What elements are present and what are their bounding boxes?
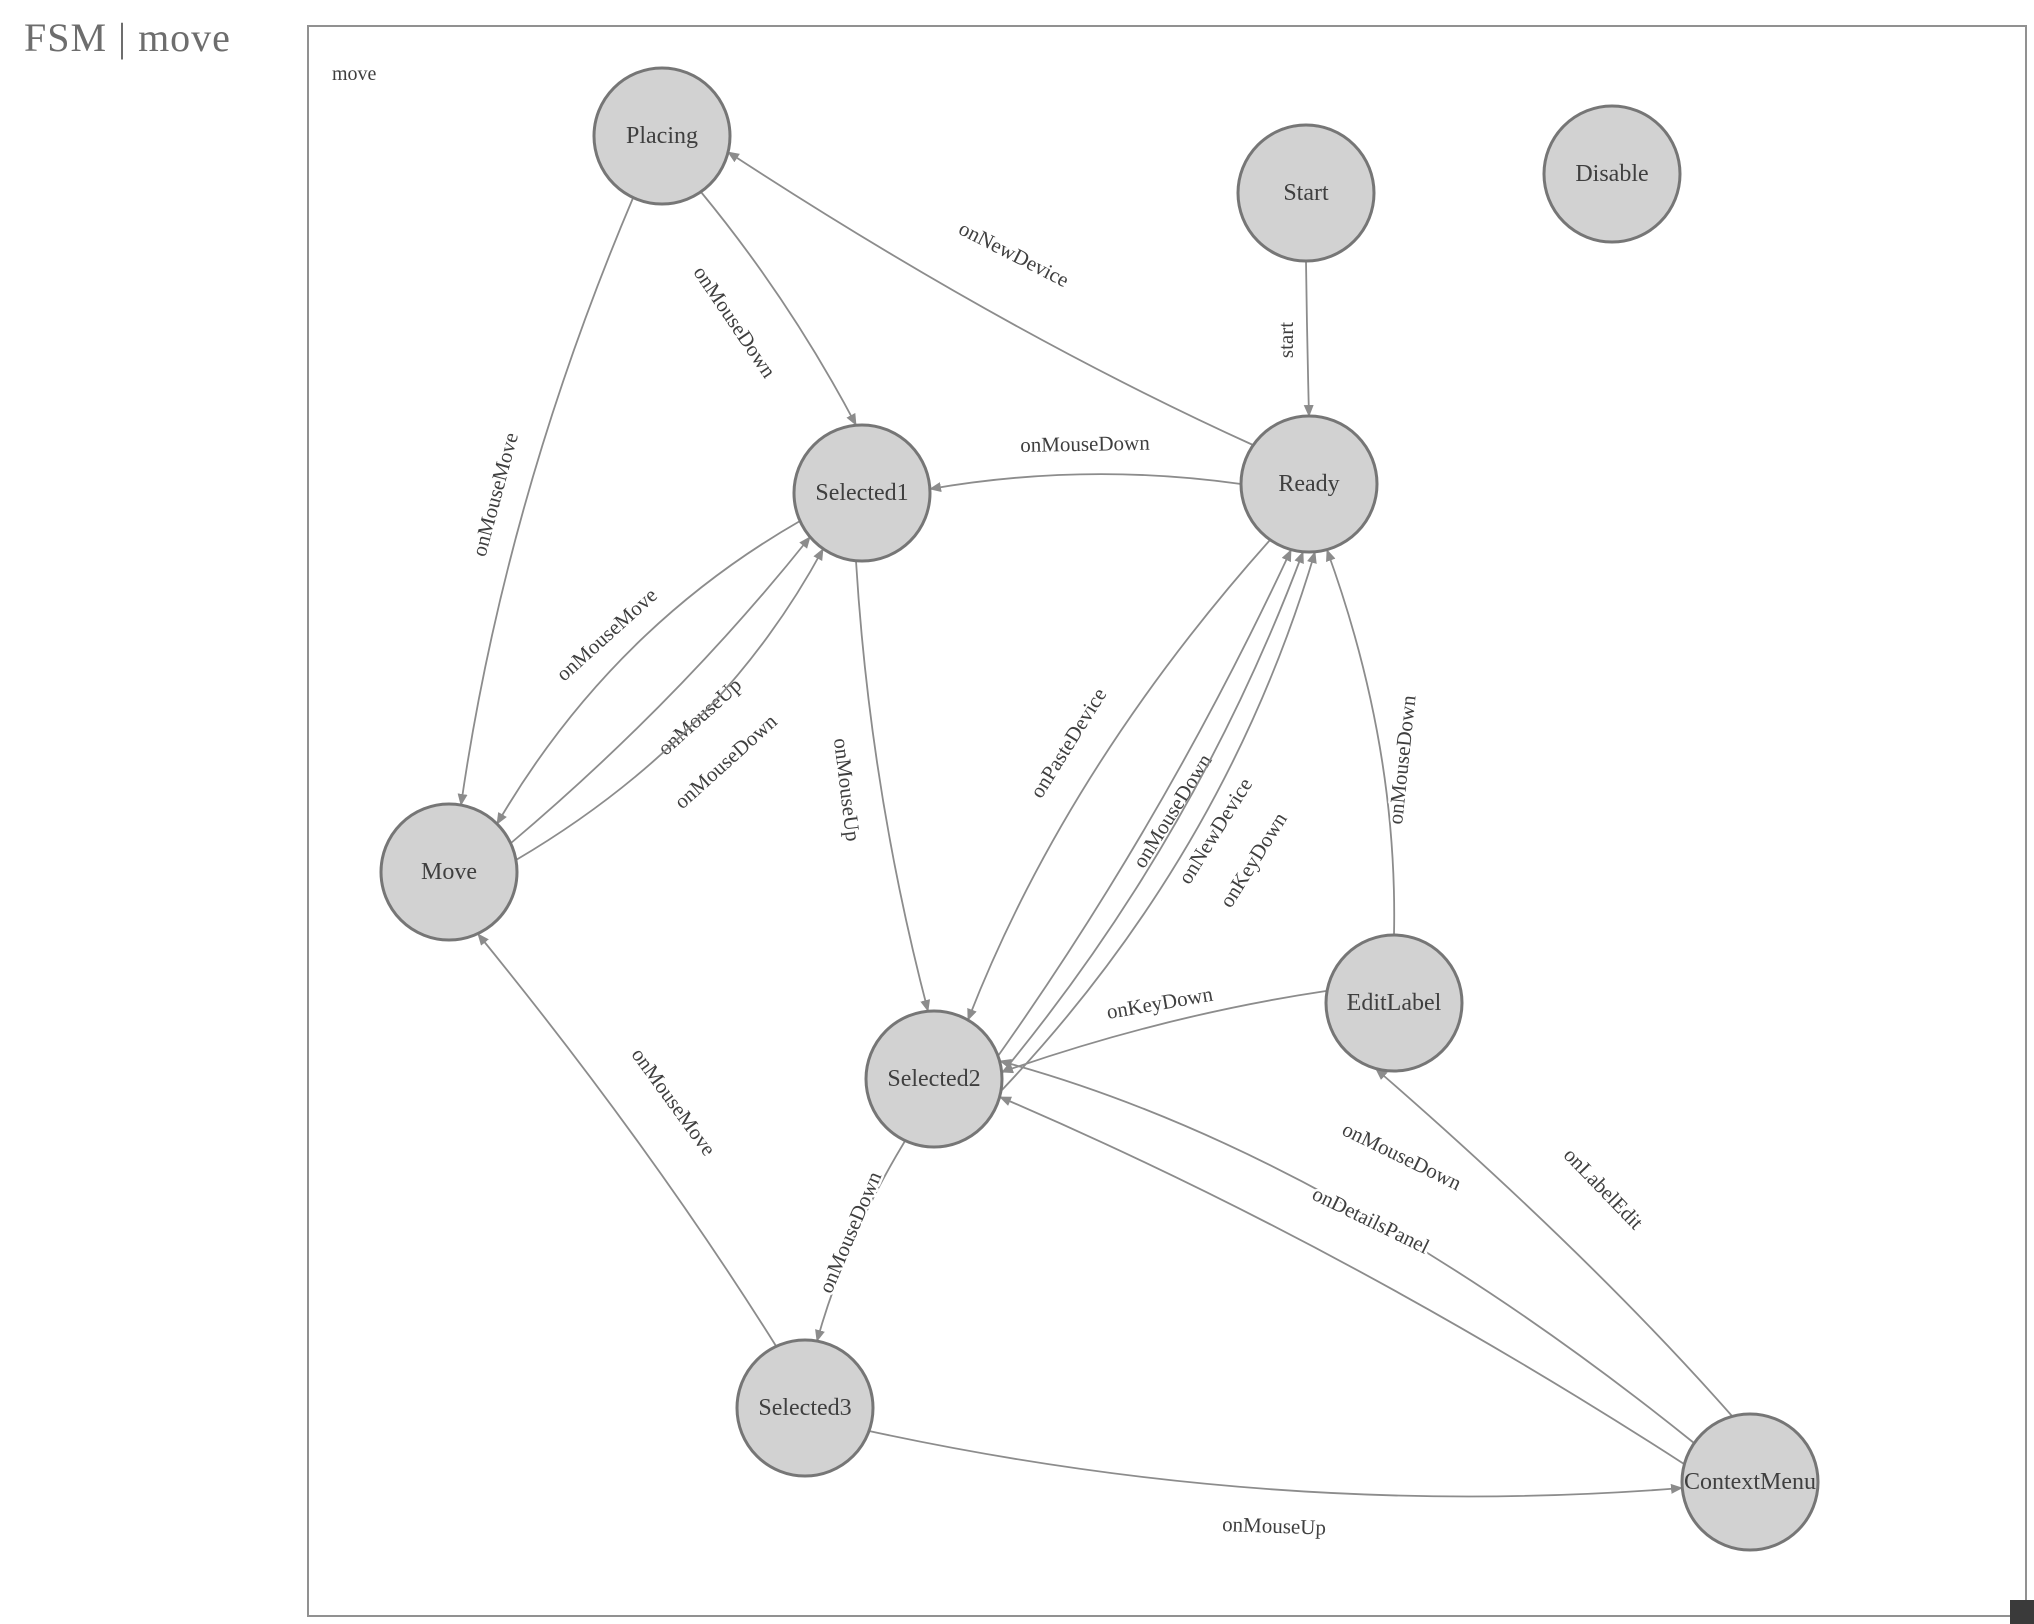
transition-wire[interactable]	[1375, 1068, 1733, 1417]
transition-wire[interactable]	[855, 560, 931, 1012]
node-selected3[interactable]: Selected3	[735, 1338, 875, 1478]
transition-wire[interactable]	[1303, 260, 1314, 417]
node-disable[interactable]: Disable	[1542, 104, 1682, 244]
transition-selected2-selected3-onMouseDown: onMouseDown	[811, 1140, 906, 1342]
transition-wire[interactable]	[477, 933, 777, 1347]
transition-wire[interactable]	[496, 520, 801, 825]
resize-handle[interactable]	[2010, 1600, 2034, 1624]
state-circle	[592, 66, 732, 206]
node-start[interactable]: Start	[1236, 123, 1376, 263]
transition-label: onLabelEdit	[1559, 1143, 1648, 1234]
transition-contextmenu-selected2-onMouseDown: onMouseDown	[999, 1059, 1695, 1444]
transition-wire[interactable]	[967, 539, 1271, 1021]
transition-editlabel-selected2-onKeyDown: onKeyDown	[1001, 979, 1327, 1074]
state-label: Start	[1283, 180, 1329, 206]
transition-wire[interactable]	[1001, 551, 1304, 1074]
node-contextmenu[interactable]: ContextMenu	[1680, 1412, 1820, 1552]
transition-label: onMouseMove	[627, 1043, 721, 1160]
transition-wire[interactable]	[457, 197, 634, 806]
transition-wire[interactable]	[1326, 549, 1396, 936]
transition-move-selected1-onMouseUp: onMouseUp	[510, 536, 811, 844]
transition-label: onMouseDown	[1383, 694, 1420, 826]
node-editlabel[interactable]: EditLabel	[1324, 933, 1464, 1073]
state-label: Ready	[1278, 471, 1339, 497]
state-circle	[735, 1338, 875, 1478]
state-circle	[864, 1009, 1004, 1149]
transition-label: onMouseMove	[551, 583, 662, 686]
transition-selected1-selected2-onMouseUp: onMouseUp	[826, 560, 931, 1012]
transition-selected1-move-onMouseMove: onMouseMove	[496, 520, 801, 825]
transition-move-selected1-onMouseDown: onMouseDown	[515, 548, 824, 861]
transition-label: onMouseDown	[814, 1167, 887, 1296]
transition-ready-placing-onNewDevice: onNewDevice	[727, 151, 1254, 446]
state-label: Selected2	[887, 1066, 980, 1092]
state-label: Disable	[1575, 161, 1648, 187]
state-circle	[1680, 1412, 1820, 1552]
state-circle	[1239, 414, 1379, 554]
canvas-label: move	[332, 63, 377, 85]
transition-wire[interactable]	[997, 549, 1292, 1057]
transition-label: onDetailsPanel	[1309, 1181, 1434, 1258]
transition-wire[interactable]	[727, 151, 1254, 446]
state-label: Selected1	[815, 480, 908, 506]
transition-editlabel-ready-onMouseDown: onMouseDown	[1326, 549, 1423, 936]
transition-label: onMouseUp	[829, 737, 865, 843]
transition-wire[interactable]	[999, 1059, 1695, 1444]
paper-border	[307, 25, 2027, 1617]
transition-wire[interactable]	[700, 191, 857, 426]
transition-label: onMouseUp	[1222, 1512, 1327, 1540]
transition-label: onNewDevice	[955, 216, 1073, 292]
state-circle	[1324, 933, 1464, 1073]
transition-wire[interactable]	[868, 1430, 1683, 1498]
transition-wire[interactable]	[1001, 990, 1327, 1074]
transition-label: onMouseDown	[1020, 431, 1150, 457]
transition-placing-selected1-onMouseDown: onMouseDown	[686, 191, 857, 426]
node-ready[interactable]: Ready	[1239, 414, 1379, 554]
state-label: Move	[421, 859, 477, 885]
state-circle	[1542, 104, 1682, 244]
state-circle	[792, 423, 932, 563]
transition-label: onPasteDevice	[1025, 684, 1111, 803]
state-circle	[379, 802, 519, 942]
transition-wire[interactable]	[999, 1096, 1685, 1465]
transition-wire[interactable]	[515, 548, 824, 861]
transition-label: onKeyDown	[1105, 982, 1215, 1024]
node-placing[interactable]: Placing	[592, 66, 732, 206]
transition-wire[interactable]	[510, 536, 811, 844]
state-label: ContextMenu	[1684, 1469, 1816, 1495]
state-label: EditLabel	[1347, 990, 1442, 1016]
transition-wire[interactable]	[815, 1140, 906, 1342]
transition-wire[interactable]	[929, 473, 1242, 493]
transition-selected2-ready-onMouseDown: onMouseDown	[997, 549, 1292, 1057]
node-selected2[interactable]: Selected2	[864, 1009, 1004, 1149]
transition-wire[interactable]	[1000, 551, 1317, 1092]
page-title: FSM | move	[24, 15, 231, 60]
transition-start-ready-start: start	[1271, 260, 1314, 417]
transition-placing-move-onMouseMove: onMouseMove	[457, 197, 634, 806]
transition-ready-selected1-onMouseDown: onMouseDown	[929, 428, 1242, 493]
state-label: Placing	[626, 123, 698, 149]
transition-selected3-move-onMouseMove: onMouseMove	[477, 933, 777, 1347]
state-label: Selected3	[758, 1395, 851, 1421]
node-selected1[interactable]: Selected1	[792, 423, 932, 563]
transition-selected3-contextmenu-onMouseUp: onMouseUp	[868, 1430, 1683, 1542]
node-move[interactable]: Move	[379, 802, 519, 942]
state-circle	[1236, 123, 1376, 263]
transition-label: onMouseDown	[1339, 1117, 1466, 1196]
transition-label: start	[1274, 322, 1298, 358]
